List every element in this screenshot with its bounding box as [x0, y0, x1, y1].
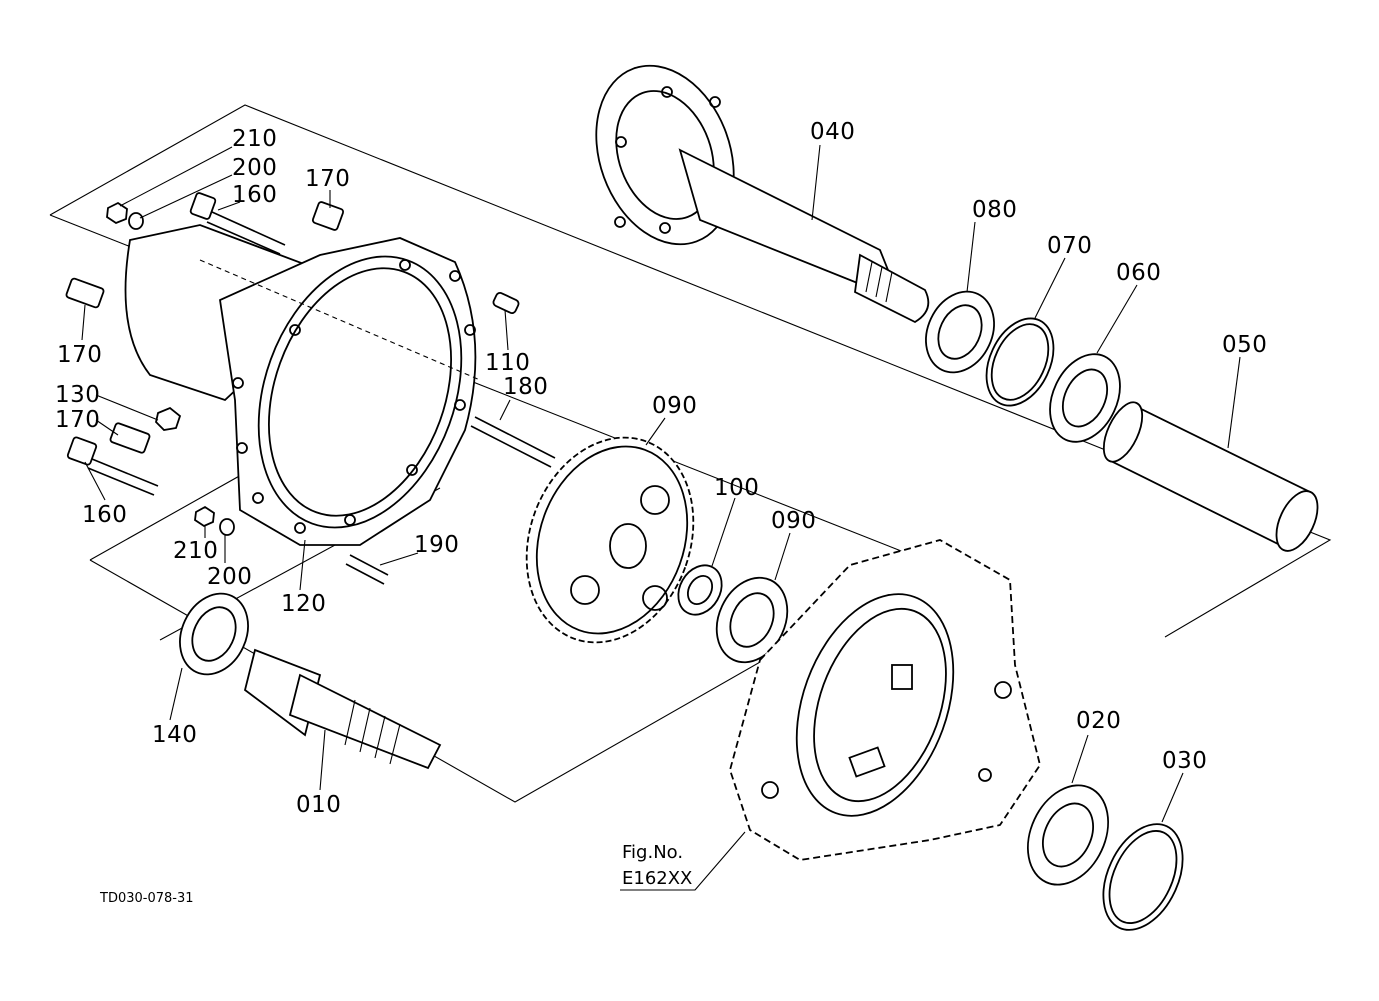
- callout-100: 100: [714, 475, 759, 501]
- callout-010: 010: [296, 792, 341, 818]
- callout-040: 040: [810, 119, 855, 145]
- transmission-housing: [729, 539, 1041, 861]
- leader-lines: [81, 144, 1241, 891]
- bearing-020: [1027, 784, 1109, 886]
- callout-210-top: 210: [232, 126, 277, 152]
- axle-flange-shaft: [595, 64, 930, 324]
- callout-170-left: 170: [57, 342, 102, 368]
- bearing-080: [925, 290, 995, 374]
- callout-labels: 210 200 160 170 170 130 170 160 110 180 …: [55, 119, 1267, 818]
- callout-200-top: 200: [232, 155, 277, 181]
- callout-140: 140: [152, 722, 197, 748]
- callout-020: 020: [1076, 708, 1121, 734]
- callout-210-low: 210: [173, 538, 218, 564]
- callout-150: 130: [55, 382, 100, 408]
- callout-110: 090: [652, 393, 697, 419]
- fig-no-value: E162XX: [622, 868, 692, 889]
- callout-160-low: 160: [82, 502, 127, 528]
- callout-070: 070: [1047, 233, 1092, 259]
- callout-200-low: 200: [207, 564, 252, 590]
- callout-180: 180: [503, 374, 548, 400]
- figure-reference: Fig.No. E162XX: [622, 842, 692, 889]
- pinion-shaft-010: [243, 648, 442, 770]
- callout-090: 090: [771, 508, 816, 534]
- spur-gear-110: [525, 436, 695, 644]
- bearing-100: [677, 564, 723, 616]
- callout-120: 120: [281, 591, 326, 617]
- snap-ring-030: [1102, 823, 1184, 931]
- callout-030: 030: [1162, 748, 1207, 774]
- fig-no-label: Fig.No.: [622, 842, 683, 863]
- bearing-060: [1049, 353, 1121, 443]
- bearing-140: [179, 592, 249, 676]
- tube-050: [1102, 401, 1319, 552]
- callout-170-mid: 170: [55, 407, 100, 433]
- callout-170-top: 170: [305, 166, 350, 192]
- callout-050: 050: [1222, 332, 1267, 358]
- gear-case-housing: [124, 224, 481, 546]
- callout-060: 060: [1116, 260, 1161, 286]
- callout-160-top: 160: [232, 182, 277, 208]
- fasteners: [65, 192, 556, 585]
- drawing-code: TD030-078-31: [99, 891, 194, 906]
- snap-ring-070: [985, 317, 1055, 407]
- callout-130: 110: [485, 350, 530, 376]
- callout-080: 080: [972, 197, 1017, 223]
- bearing-090: [715, 576, 789, 664]
- callout-190: 190: [414, 532, 459, 558]
